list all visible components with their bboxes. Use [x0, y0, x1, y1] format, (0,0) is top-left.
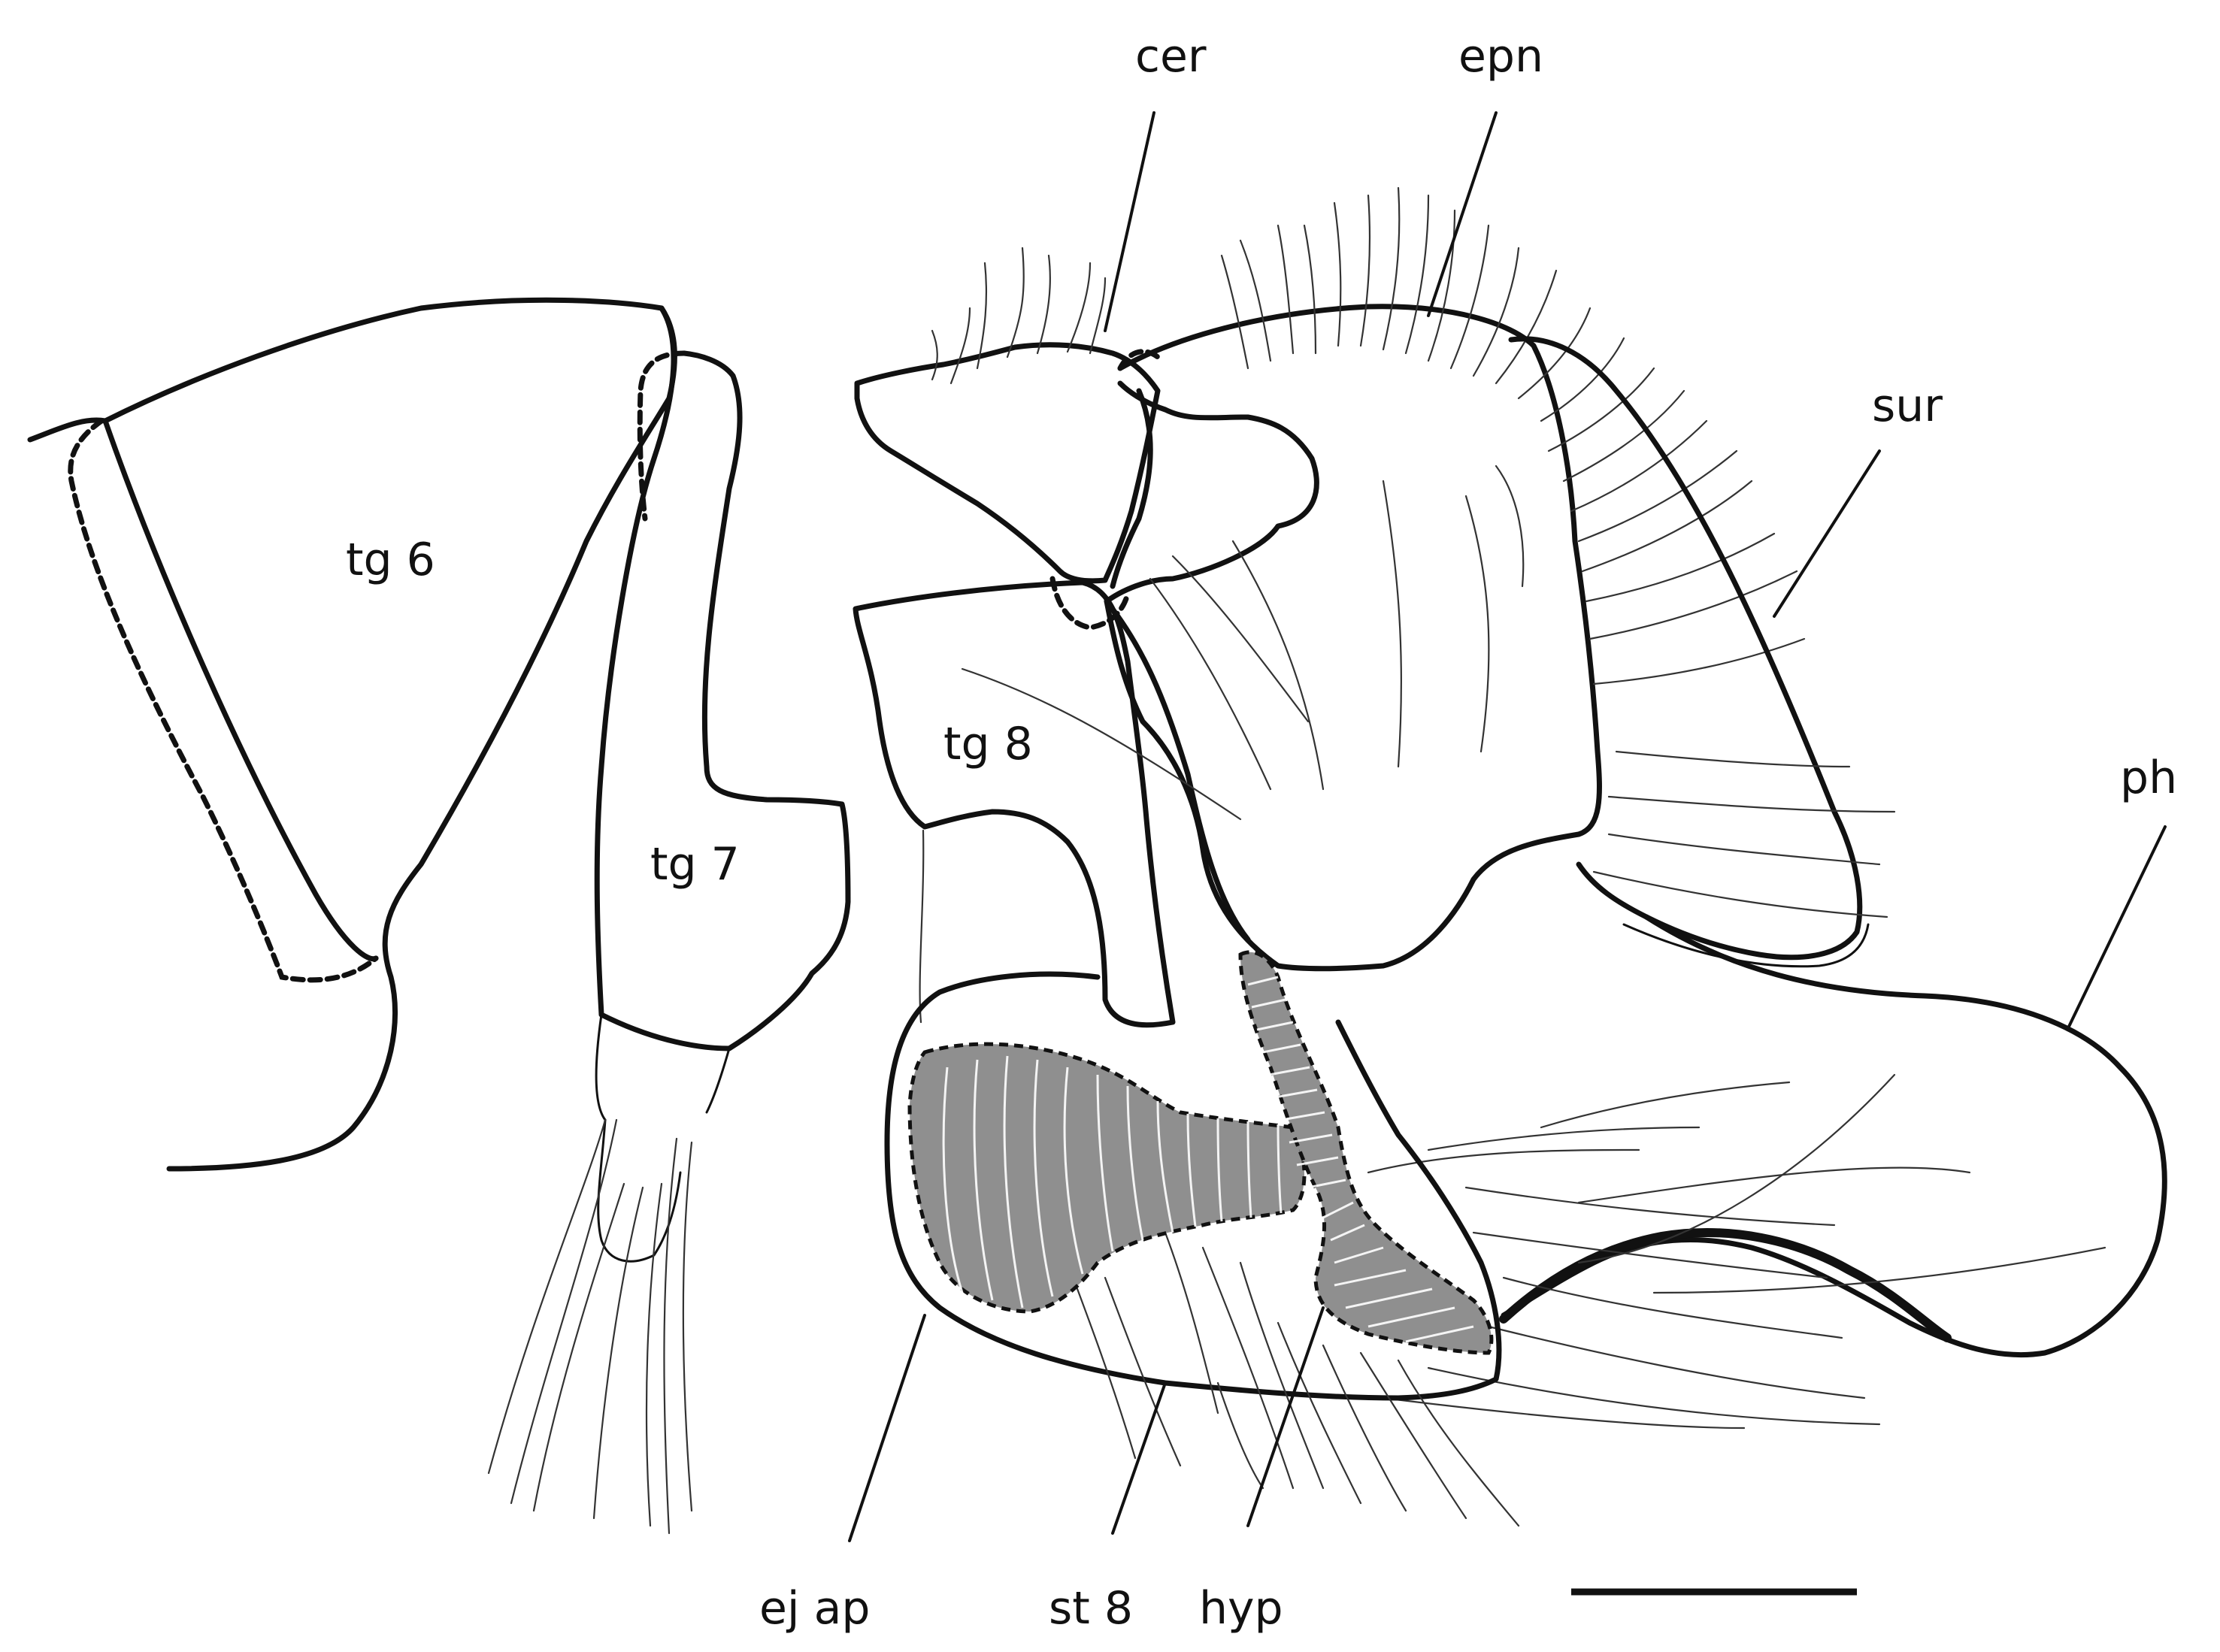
leader-hyp [1246, 1306, 1325, 1527]
label-ej-ap: ej ap [759, 1582, 871, 1635]
hypandrium [1238, 950, 1494, 1355]
leader-cer [1104, 111, 1155, 332]
surstylus-setae [1592, 750, 1896, 918]
leader-st8 [1111, 1381, 1167, 1535]
leader-epn [1427, 111, 1498, 317]
label-tg8: tg 8 [943, 718, 1033, 770]
label-sur: sur [1872, 380, 1943, 432]
epandrium [961, 186, 1806, 972]
label-tg6: tg 6 [346, 534, 435, 586]
leader-ej-ap [848, 1314, 926, 1542]
label-cer: cer [1135, 30, 1207, 83]
label-tg7: tg 7 [650, 838, 740, 891]
sternite-8 [884, 971, 1520, 1527]
surstylus [1508, 336, 1896, 968]
leader-sur [1773, 449, 1881, 618]
label-hyp: hyp [1199, 1582, 1283, 1635]
leader-lines [848, 111, 2167, 1542]
hypandrium-stripes [1247, 976, 1474, 1343]
tergite-6 [27, 297, 677, 1172]
label-epn: epn [1458, 30, 1543, 83]
leader-ph [2066, 825, 2167, 1031]
tergite-7 [487, 305, 851, 1535]
sternite-8-setae [1066, 1231, 1520, 1527]
epandrium-setae [961, 186, 1806, 821]
cercus [854, 247, 1161, 631]
cercus-setae [931, 247, 1107, 385]
phallus-setae [1367, 1073, 2106, 1430]
ejaculatory-apodeme [907, 1042, 1307, 1314]
ejaculatory-apodeme-stripes [942, 1055, 1283, 1309]
tergite-8 [853, 579, 1176, 1028]
phallus [1367, 914, 2167, 1430]
tg7-setae [487, 1118, 693, 1535]
label-st8: st 8 [1049, 1582, 1133, 1635]
label-ph: ph [2120, 752, 2177, 804]
